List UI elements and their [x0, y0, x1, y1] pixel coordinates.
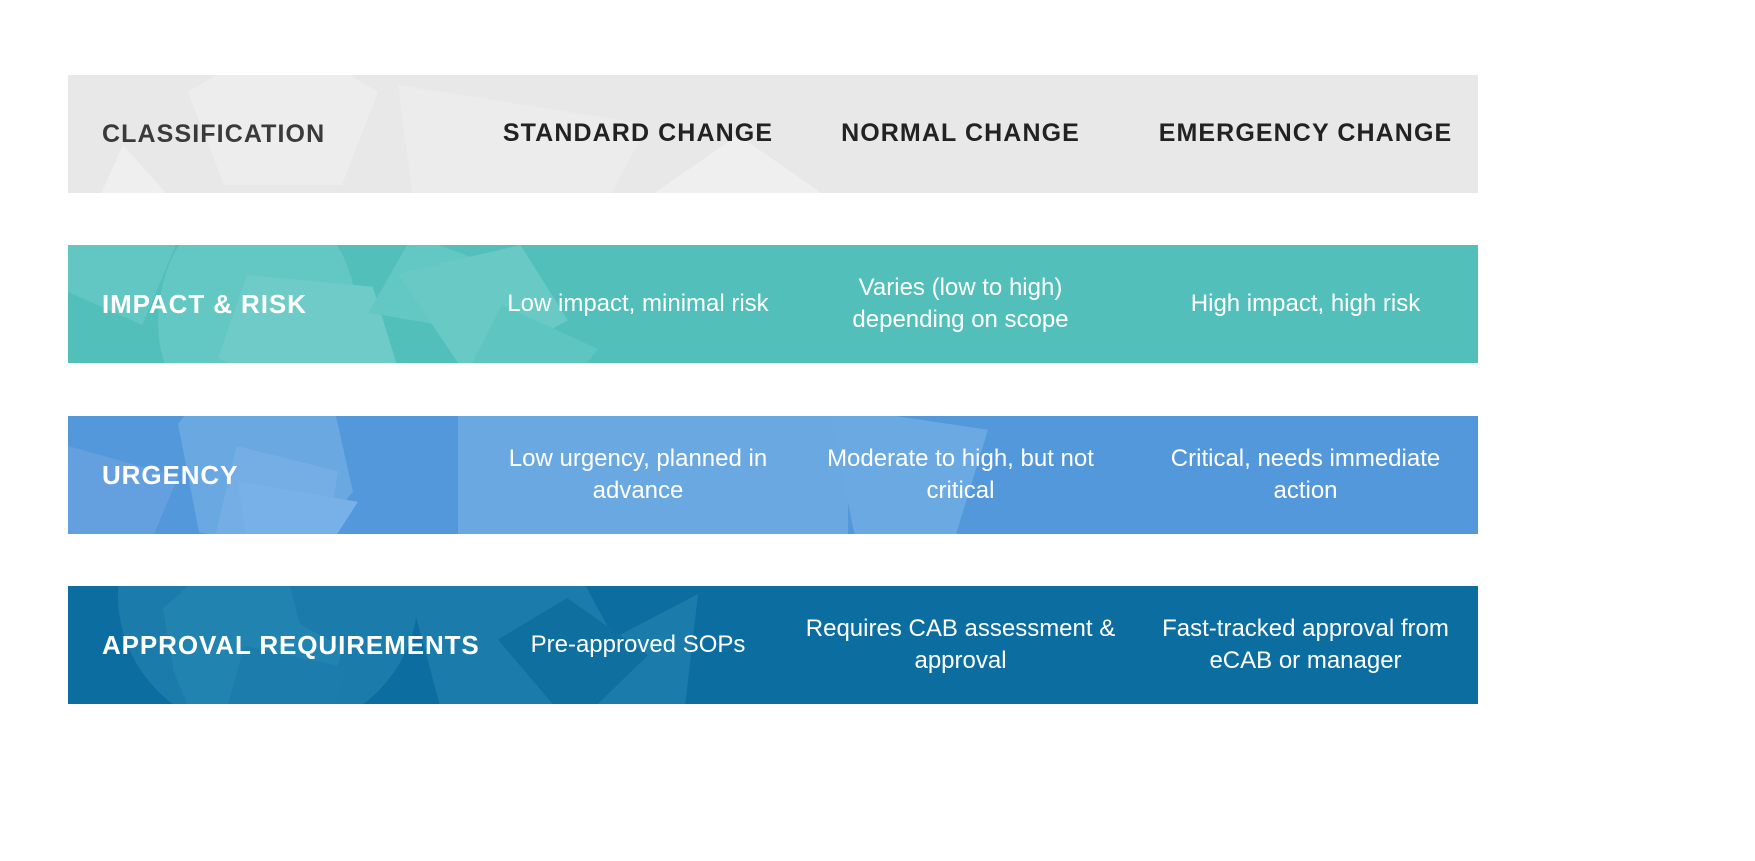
row-label-impact-and-risk: IMPACT & RISK	[102, 288, 307, 319]
table-row-impact-and-risk: IMPACT & RISK Low impact, minimal risk V…	[68, 245, 1478, 363]
header-column-normal-change: NORMAL CHANGE	[841, 119, 1080, 148]
table-row-urgency: URGENCY Low urgency, planned in advance …	[68, 416, 1478, 534]
table-row-approval-requirements: APPROVAL REQUIREMENTS Pre-approved SOPs …	[68, 586, 1478, 704]
header-column-standard-change: STANDARD CHANGE	[502, 119, 774, 148]
cell-urgency-normal-change: Moderate to high, but not critical	[827, 445, 1094, 504]
header-classification-label: CLASSIFICATION	[102, 119, 326, 148]
cell-impact-normal-change: Varies (low to high) depending on scope	[852, 274, 1069, 333]
cell-urgency-emergency-change: Critical, needs immediate action	[1170, 445, 1441, 504]
header-column-emergency-change: EMERGENCY CHANGE	[1158, 119, 1453, 148]
cell-urgency-standard-change: Low urgency, planned in advance	[508, 445, 768, 504]
cell-impact-emergency-change: High impact, high risk	[1190, 290, 1421, 318]
cell-approval-standard-change: Pre-approved SOPs	[530, 631, 746, 659]
row-label-urgency: URGENCY	[102, 459, 239, 490]
watermark-shape-icon	[68, 145, 198, 193]
cell-approval-normal-change: Requires CAB assessment & approval	[805, 615, 1116, 674]
row-label-approval-requirements: APPROVAL REQUIREMENTS	[102, 629, 480, 660]
cell-impact-standard-change: Low impact, minimal risk	[507, 290, 769, 318]
change-classification-comparison-table: CLASSIFICATION STANDARD CHANGE NORMAL CH…	[68, 75, 1478, 704]
cell-approval-emergency-change: Fast-tracked approval from eCAB or manag…	[1162, 615, 1449, 674]
table-header-row: CLASSIFICATION STANDARD CHANGE NORMAL CH…	[68, 75, 1478, 193]
